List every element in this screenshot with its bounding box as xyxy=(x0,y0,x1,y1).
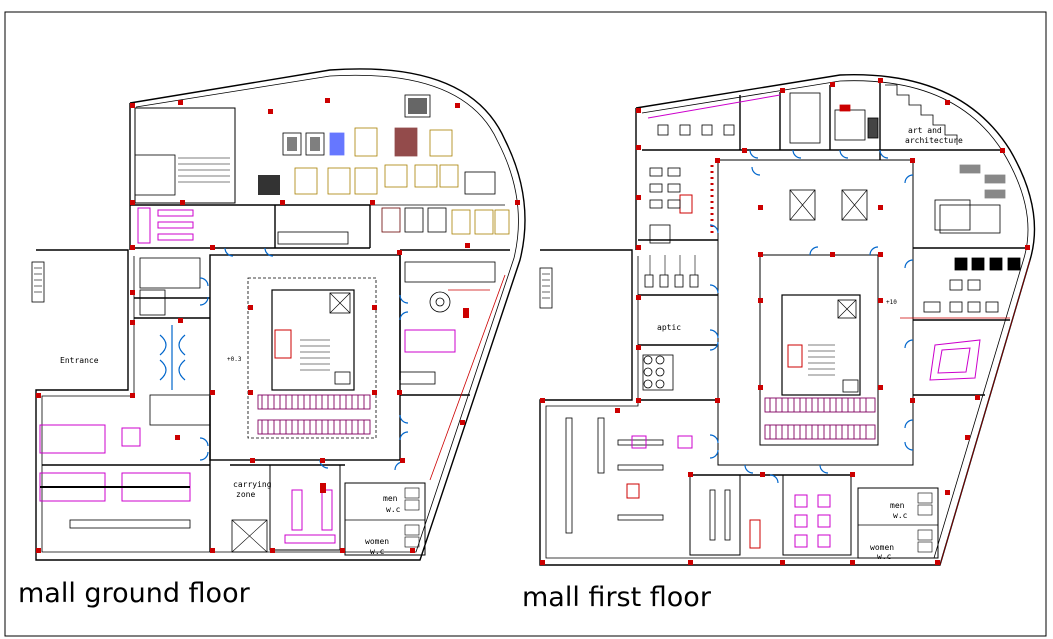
first-floor-title: mall first floor xyxy=(522,582,711,613)
ground-men-wc-label-2: w.c xyxy=(386,505,401,514)
first-display-fixtures xyxy=(626,94,981,549)
ground-floor-title: mall ground floor xyxy=(18,578,250,609)
ground-carrying-zone-label-2: zone xyxy=(236,490,256,499)
ground-doors xyxy=(159,247,409,471)
first-art-label-1: art and xyxy=(908,126,942,135)
first-core xyxy=(759,254,879,446)
ground-carrying-zone-label-1: carrying xyxy=(233,480,272,489)
ground-columns xyxy=(36,98,520,553)
ground-stair xyxy=(134,107,236,204)
ground-outer-wall-inner xyxy=(41,74,519,553)
first-columns xyxy=(540,78,1030,565)
ground-entrance-portico xyxy=(31,261,45,303)
first-furniture xyxy=(643,104,1021,389)
first-doors xyxy=(709,149,914,484)
first-entrance-portico xyxy=(539,267,553,309)
ground-level-mark: +0.3 xyxy=(227,356,242,363)
ground-lift xyxy=(231,519,268,553)
ground-women-wc-label-2: w.c xyxy=(370,547,385,556)
drawing-frame xyxy=(4,11,1047,637)
first-outer-wall xyxy=(539,74,1036,566)
ground-wc xyxy=(344,482,426,556)
ground-core xyxy=(271,289,355,391)
ground-furniture xyxy=(258,94,510,313)
ground-entrance-label: Entrance xyxy=(60,356,99,365)
ground-men-wc-label-1: men xyxy=(383,494,398,503)
ground-floor-plan xyxy=(31,68,526,561)
first-art-label-2: architecture xyxy=(905,136,963,145)
first-atrium xyxy=(717,159,914,466)
ground-escalators xyxy=(257,394,371,435)
first-men-wc-label-1: men xyxy=(890,501,905,510)
first-aptic-label: aptic xyxy=(657,323,682,332)
first-women-wc-label-2: w.c xyxy=(877,552,892,561)
first-floor-plan xyxy=(539,74,1036,566)
first-women-wc-label-1: women xyxy=(870,543,895,552)
ground-women-wc-label-1: women xyxy=(365,537,390,546)
first-escalators xyxy=(764,397,876,440)
first-level-mark: +10 xyxy=(886,299,897,306)
ground-outer-wall xyxy=(35,68,526,561)
first-men-wc-label-2: w.c xyxy=(893,511,908,520)
